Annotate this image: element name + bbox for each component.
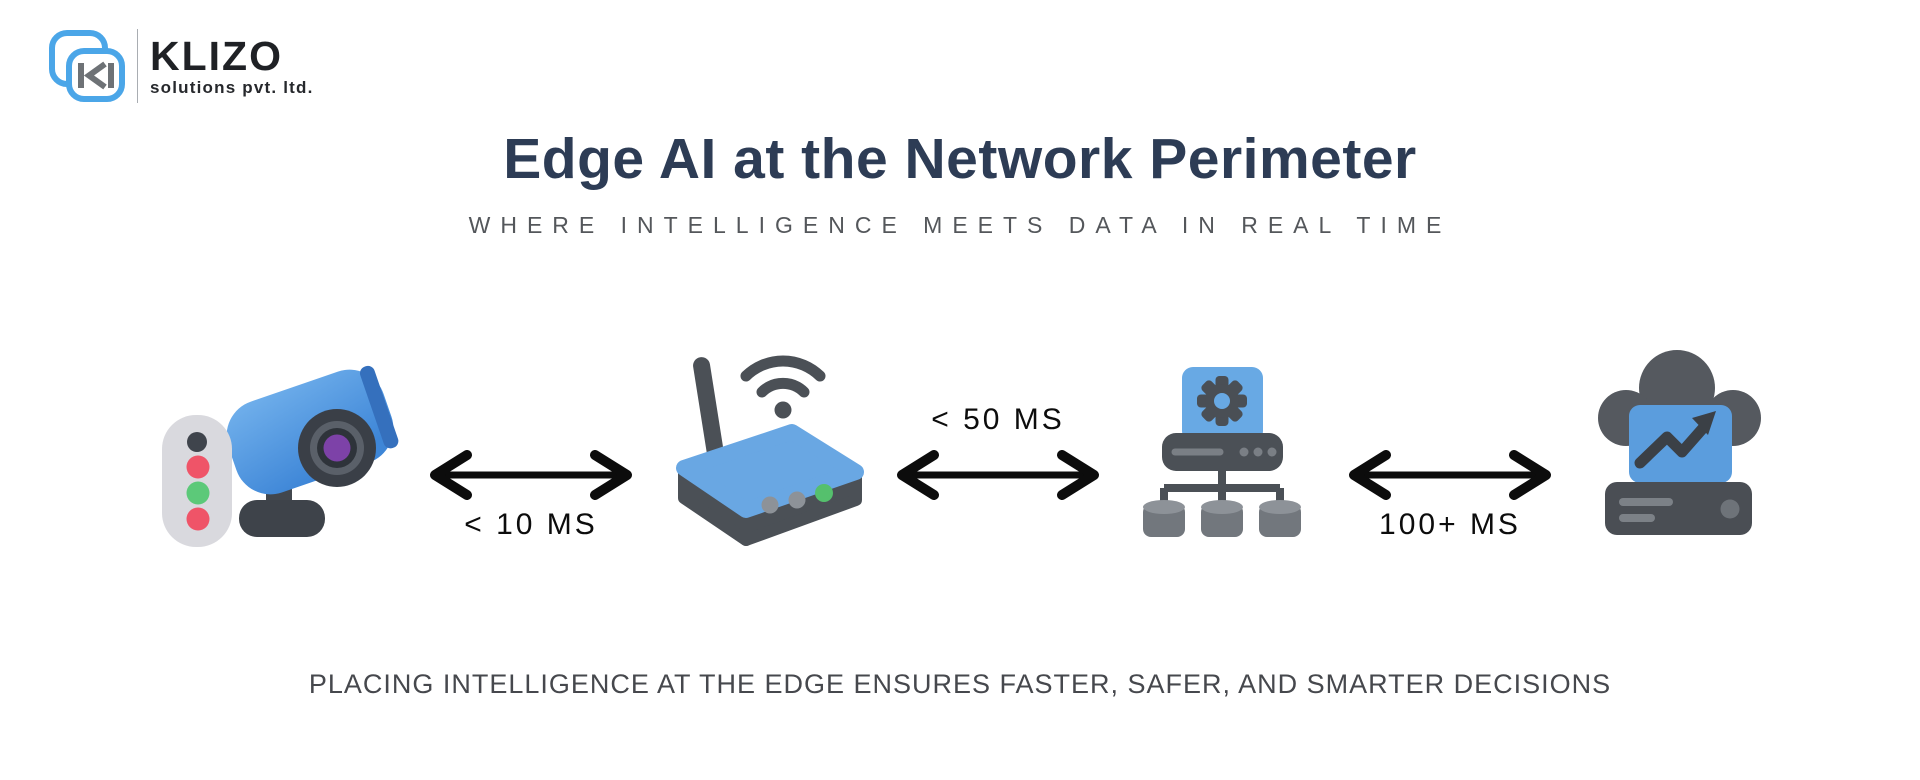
latency-label: < 50 MS (931, 403, 1065, 436)
double-arrow-icon (1349, 450, 1551, 500)
edge-server-gear-icon (1143, 367, 1301, 537)
latency-link-camera-router: < 10 MS (421, 450, 641, 590)
node-edge-server (1140, 340, 1310, 570)
node-edge-router (670, 340, 910, 570)
logo-divider (137, 29, 138, 103)
cloud-server-icon (1598, 350, 1761, 535)
node-cloud-datacenter (1592, 330, 1767, 565)
logo-brand: KLIZO (150, 32, 283, 79)
security-camera-icon (162, 365, 399, 547)
page-subtitle: WHERE INTELLIGENCE MEETS DATA IN REAL TI… (468, 212, 1452, 238)
page-title: Edge AI at the Network Perimeter (503, 127, 1417, 191)
logo-tagline: solutions pvt. ltd. (150, 77, 314, 97)
latency-link-router-server: < 50 MS (888, 385, 1108, 525)
footer-caption: PLACING INTELLIGENCE AT THE EDGE ENSURES… (308, 669, 1612, 699)
latency-link-server-cloud: 100+ MS (1340, 450, 1560, 590)
node-camera-sensor (140, 330, 420, 570)
wifi-router-icon (676, 355, 864, 546)
klizo-logo-icon (49, 30, 125, 102)
latency-label: < 10 MS (464, 508, 598, 541)
double-arrow-icon (430, 450, 632, 500)
latency-label: 100+ MS (1379, 508, 1521, 541)
klizo-logo: KLIZO solutions pvt. ltd. (45, 24, 314, 108)
double-arrow-icon (897, 450, 1099, 500)
